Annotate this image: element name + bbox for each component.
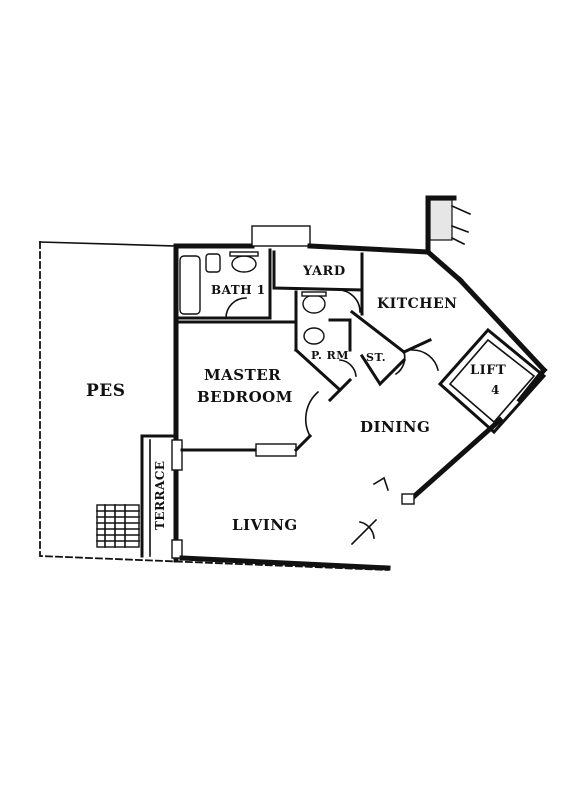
- label-terrace: TERRACE: [153, 460, 167, 530]
- terrace-walls: [140, 434, 178, 558]
- master-bedroom-walls: [174, 320, 353, 457]
- label-lift-number: 4: [491, 383, 500, 397]
- label-living: LIVING: [232, 516, 298, 534]
- label-bath: BATH 1: [211, 283, 266, 297]
- terrace-steps: [96, 504, 140, 548]
- label-store: ST.: [366, 351, 386, 364]
- kitchen-partition: [402, 338, 439, 371]
- label-lift: LIFT: [470, 363, 506, 378]
- lift: [437, 327, 547, 435]
- bathroom: [174, 248, 272, 320]
- label-kitchen: KITCHEN: [377, 296, 457, 312]
- entrance-door: [350, 476, 415, 546]
- yard: [272, 250, 364, 316]
- label-bedroom: BEDROOM: [197, 388, 293, 406]
- label-dining: DINING: [360, 418, 430, 436]
- powder-room: [268, 290, 357, 393]
- exterior-walls: [171, 195, 548, 571]
- label-master: MASTER: [204, 366, 281, 384]
- label-pes: PES: [86, 381, 126, 401]
- store-room: [349, 309, 407, 387]
- label-yard: YARD: [302, 264, 346, 279]
- label-powder-room: P. RM: [311, 349, 349, 362]
- pes-boundary: [39, 241, 389, 571]
- lift-core-top: [429, 199, 472, 246]
